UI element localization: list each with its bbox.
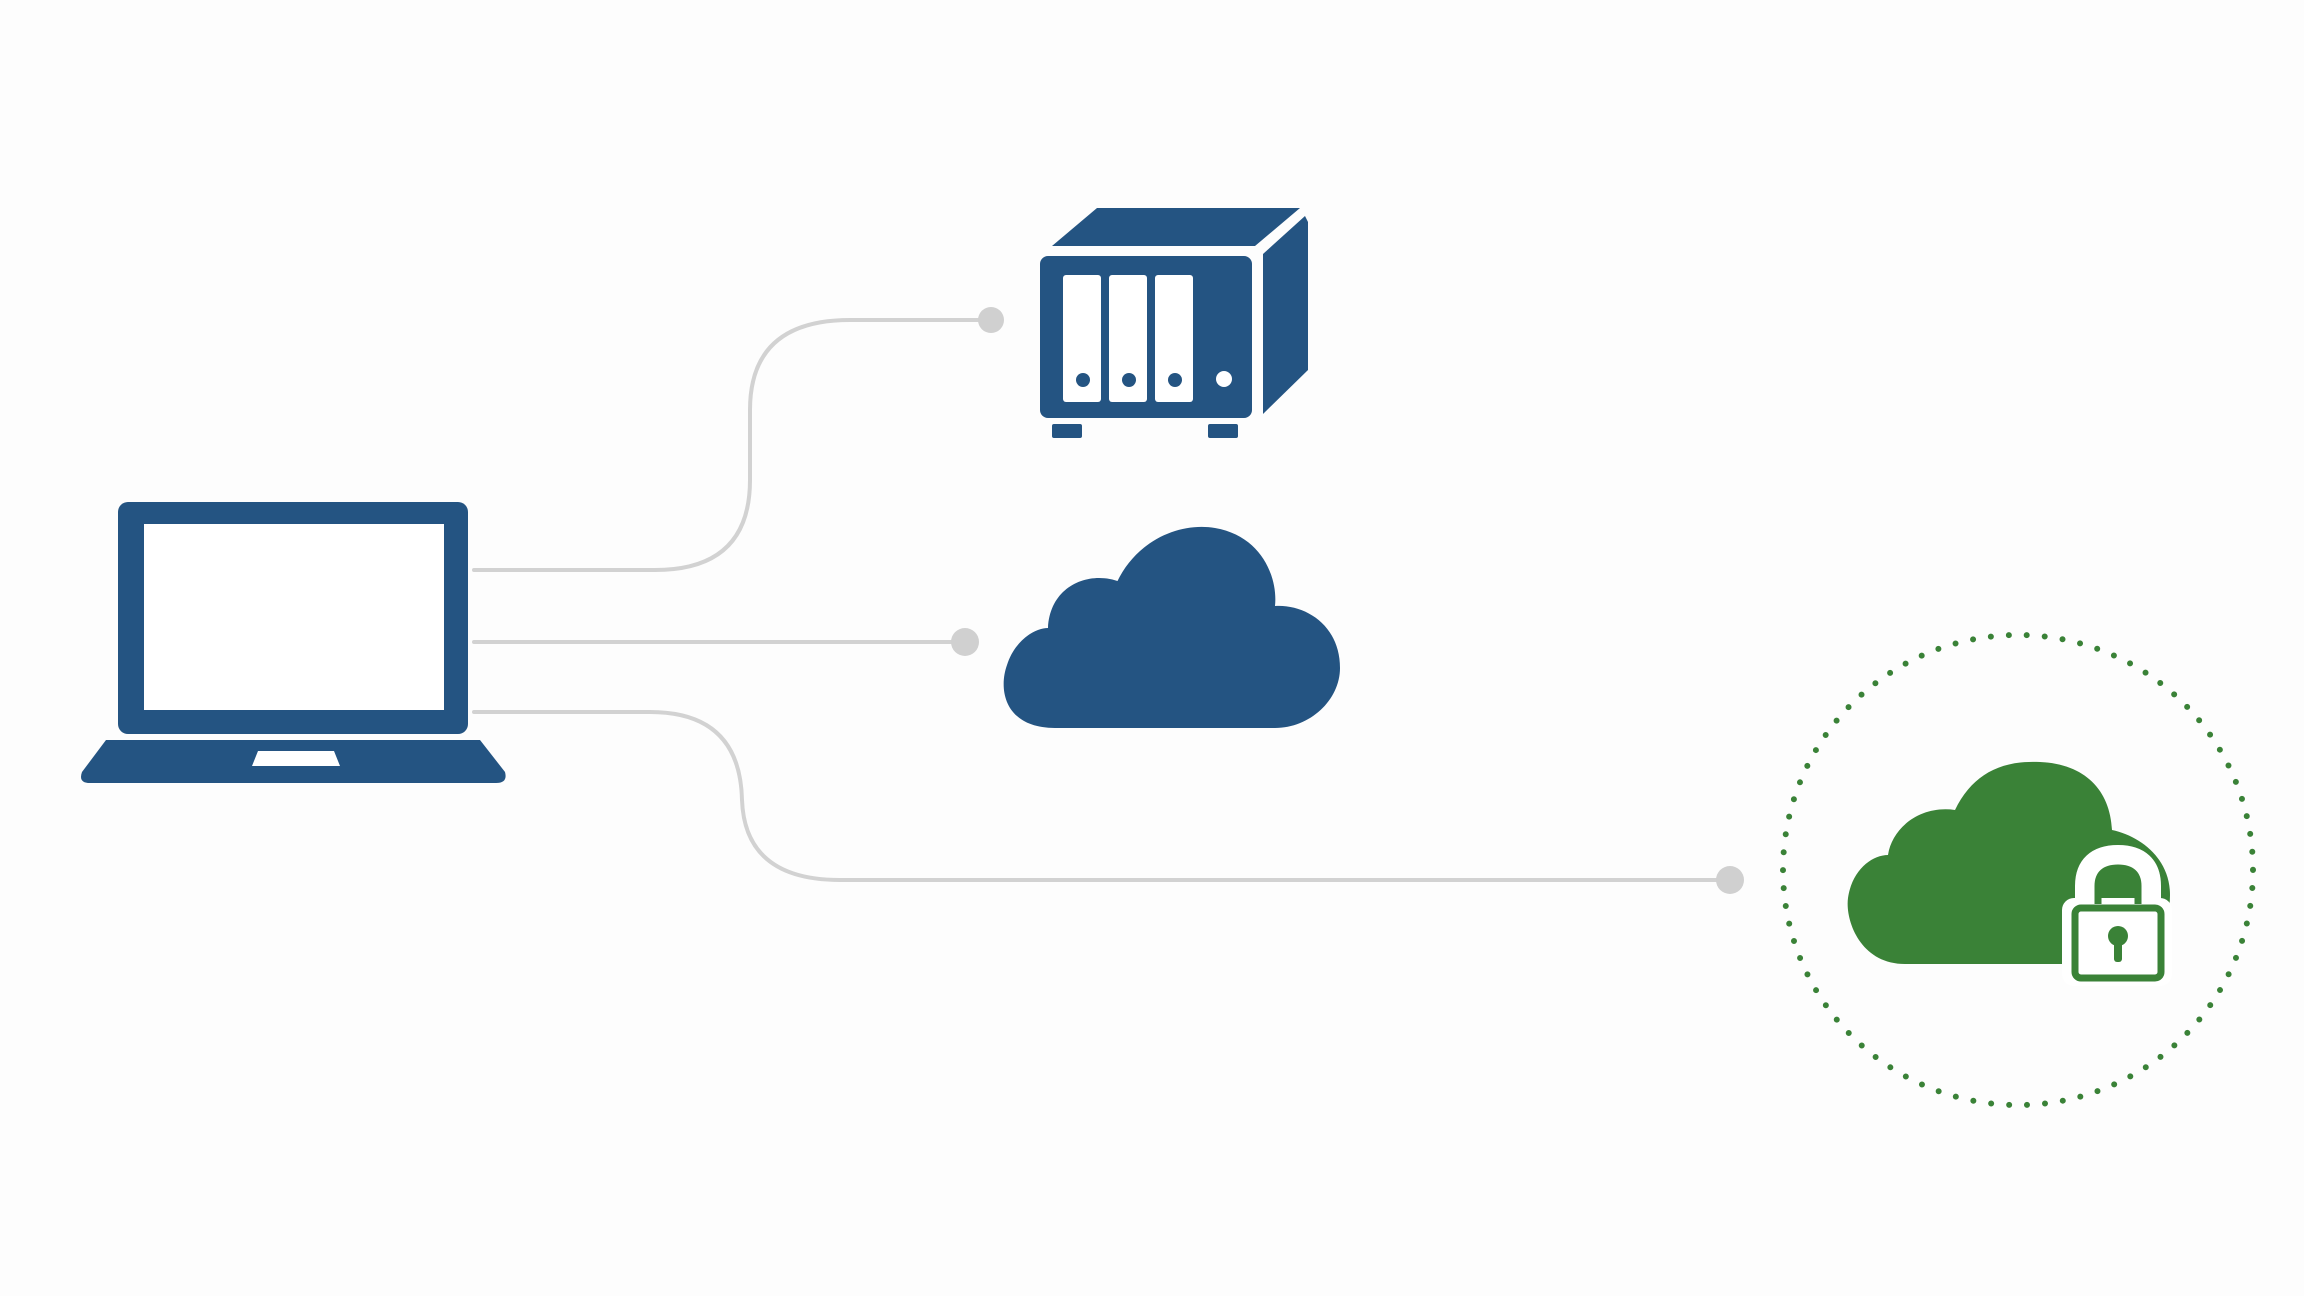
secure-zone-dotted-ring [1780, 632, 2256, 1108]
connector-endpoint-nas [978, 307, 1004, 333]
nas-storage-icon [1040, 208, 1308, 438]
connector-endpoint-secure-cloud [1716, 866, 1744, 894]
connector-laptop-to-nas [472, 318, 992, 572]
connector-endpoint-cloud [951, 628, 979, 656]
connector-laptop-to-secure-cloud [472, 710, 1732, 882]
laptop-icon [81, 502, 506, 783]
secure-cloud-group [1780, 632, 2256, 1108]
secure-cloud-lock-icon [1847, 761, 2172, 986]
cloud-icon [1003, 526, 1340, 728]
connectors [472, 307, 1744, 894]
